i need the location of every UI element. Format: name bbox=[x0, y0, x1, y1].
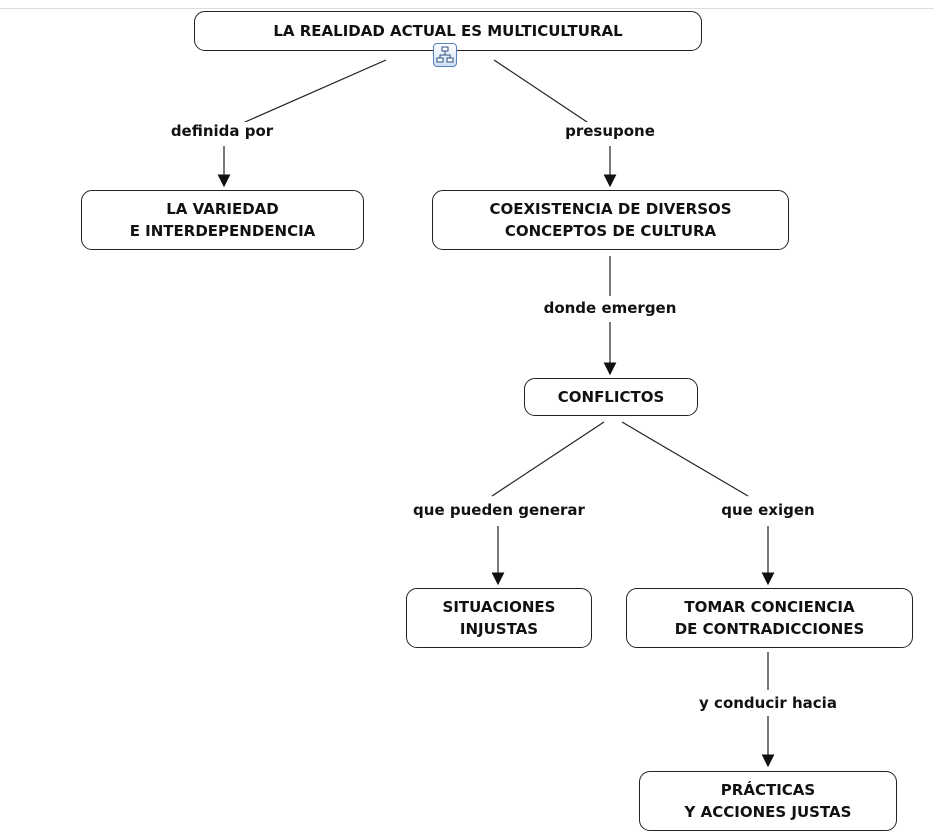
concept-conflictos[interactable]: CONFLICTOS bbox=[524, 378, 698, 416]
link-label-presupone[interactable]: presupone bbox=[563, 122, 657, 140]
concept-label-line1: TOMAR CONCIENCIA bbox=[684, 598, 855, 616]
concept-label-line1: LA VARIEDAD bbox=[166, 200, 279, 218]
link-label-que-exigen[interactable]: que exigen bbox=[719, 501, 817, 519]
concept-situaciones-injustas[interactable]: SITUACIONES INJUSTAS bbox=[406, 588, 592, 648]
link-label-y-conducir-hacia[interactable]: y conducir hacia bbox=[697, 694, 839, 712]
concept-label: LA REALIDAD ACTUAL ES MULTICULTURAL bbox=[273, 22, 623, 40]
concept-label-line1: PRÁCTICAS bbox=[720, 781, 816, 799]
concept-map-icon-glyph bbox=[436, 46, 454, 63]
link-label-definida-por[interactable]: definida por bbox=[168, 122, 276, 140]
concept-coexistencia-culturas[interactable]: COEXISTENCIA DE DIVERSOS CONCEPTOS DE CU… bbox=[432, 190, 789, 250]
concept-practicas-acciones-justas[interactable]: PRÁCTICAS Y ACCIONES JUSTAS bbox=[639, 771, 897, 831]
link-label-que-pueden-generar[interactable]: que pueden generar bbox=[411, 501, 587, 519]
line-root-to-presupone bbox=[493, 59, 591, 125]
line-root-to-definida-por bbox=[235, 59, 387, 127]
concept-label-line2: INJUSTAS bbox=[459, 620, 539, 638]
concept-label-line2: E INTERDEPENDENCIA bbox=[129, 222, 316, 240]
concept-label-line2: CONCEPTOS DE CULTURA bbox=[504, 222, 717, 240]
concept-tomar-conciencia[interactable]: TOMAR CONCIENCIA DE CONTRADICCIONES bbox=[626, 588, 913, 648]
concept-label-line1: SITUACIONES bbox=[442, 598, 556, 616]
concept-realidad-multicultural[interactable]: LA REALIDAD ACTUAL ES MULTICULTURAL bbox=[194, 11, 702, 51]
concept-label-line2: Y ACCIONES JUSTAS bbox=[684, 803, 852, 821]
link-label-donde-emergen[interactable]: donde emergen bbox=[541, 299, 679, 317]
concept-label-line2: DE CONTRADICCIONES bbox=[674, 620, 865, 638]
concept-label-line1: COEXISTENCIA DE DIVERSOS bbox=[489, 200, 732, 218]
concept-label: CONFLICTOS bbox=[557, 388, 665, 406]
top-divider bbox=[0, 8, 934, 9]
concept-map-icon[interactable] bbox=[433, 43, 457, 67]
line-conflictos-to-que-exigen bbox=[621, 421, 749, 497]
line-conflictos-to-que-pueden-generar bbox=[491, 421, 605, 497]
concept-variedad-interdependencia[interactable]: LA VARIEDAD E INTERDEPENDENCIA bbox=[81, 190, 364, 250]
